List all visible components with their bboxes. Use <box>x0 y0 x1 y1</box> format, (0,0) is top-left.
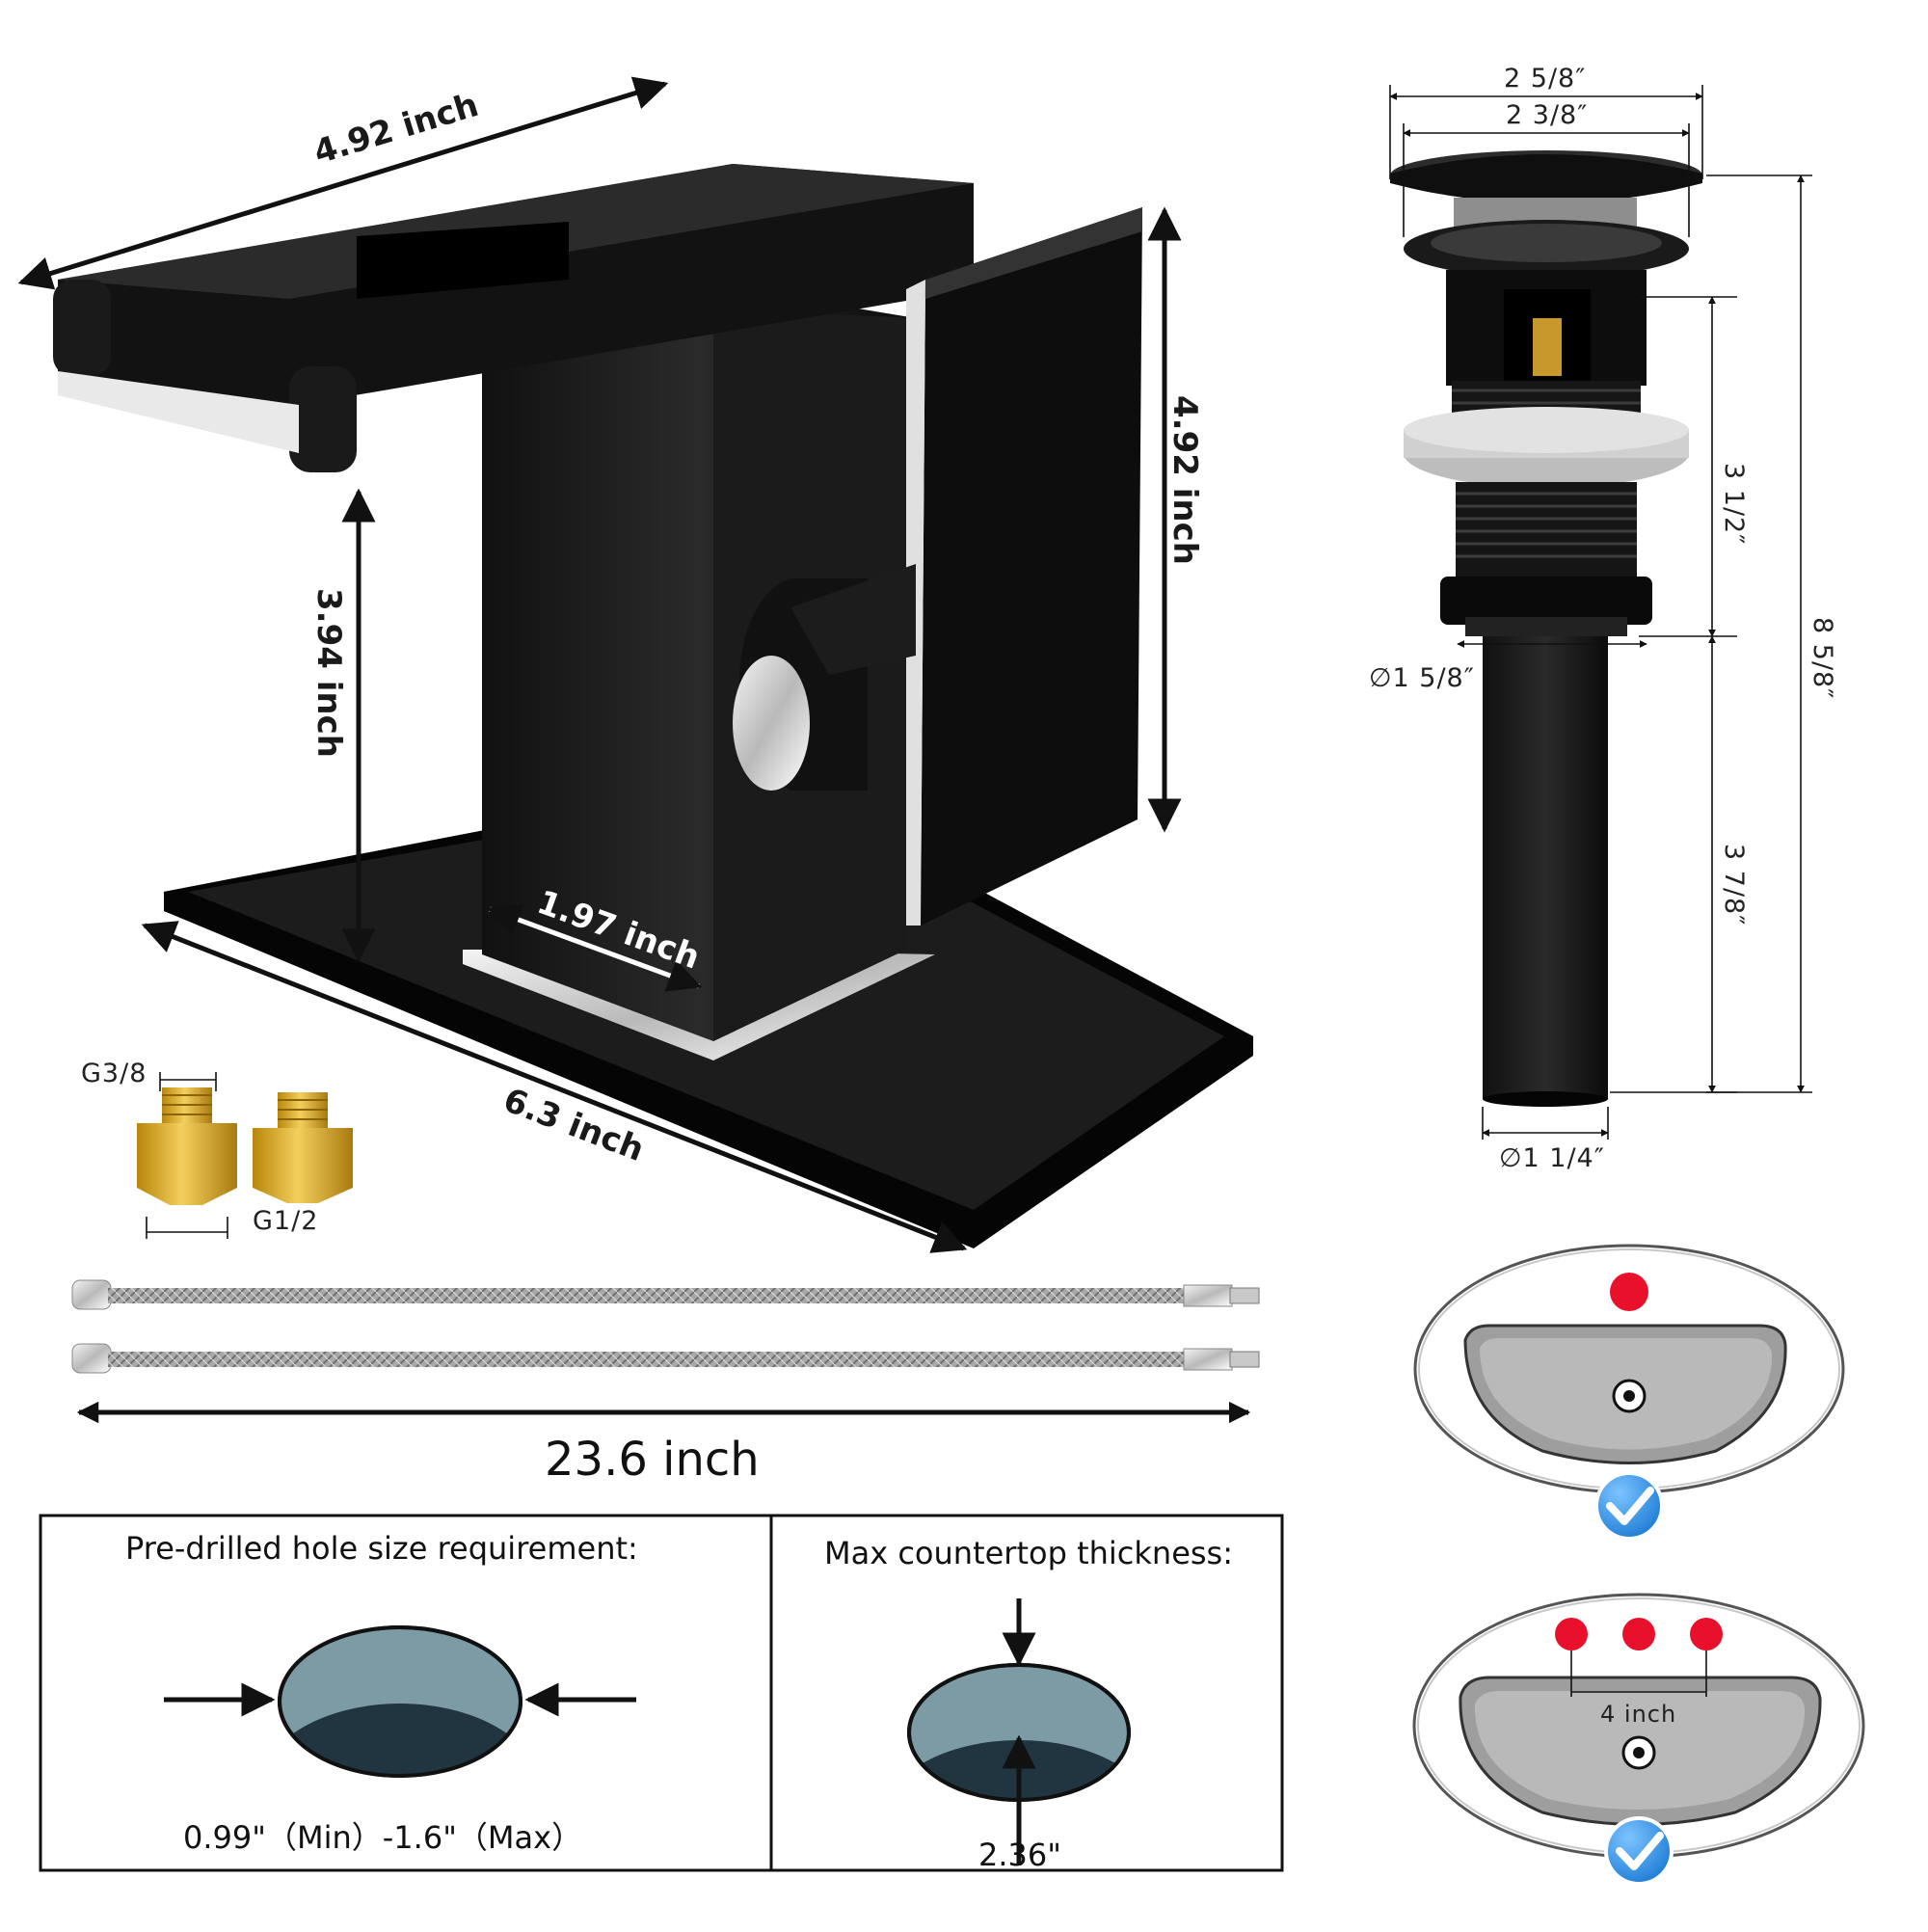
requirements-panel: Pre-drilled hole size requirement: 0.99"… <box>39 1514 1284 1873</box>
spout-length-label: 4.92 inch <box>309 86 483 173</box>
hole-requirement-title: Pre-drilled hole size requirement: <box>125 1530 638 1567</box>
hose-length-label: 23.6 inch <box>545 1433 760 1487</box>
supply-hoses: 23.6 inch <box>71 1279 1260 1487</box>
faucet-handle <box>921 207 1142 926</box>
drain-dimensions: 2 5/8″ 2 3/8″ ∅1 5/8″ ∅1 1/4″ 3 1/2″ 3 7… <box>1369 64 1837 1173</box>
hose-top <box>108 1288 1188 1303</box>
adapter-right <box>278 1092 328 1131</box>
top-thread-label: G3/8 <box>81 1059 147 1088</box>
cap-diameter-label: 2 5/8″ <box>1504 64 1586 94</box>
drain-tailpipe <box>1483 636 1608 1099</box>
thickness-value-label: 2.36" <box>978 1837 1061 1873</box>
hose-bottom <box>108 1352 1188 1367</box>
right-hole-marker <box>1690 1618 1723 1650</box>
adapter-left <box>162 1087 212 1126</box>
total-length-label: 8 5/8″ <box>1808 617 1837 699</box>
flange-diameter-label: 2 3/8″ <box>1506 100 1588 130</box>
drain-nut <box>1440 577 1652 625</box>
thickness-title: Max countertop thickness: <box>824 1535 1233 1571</box>
center-hole-marker <box>1622 1618 1655 1650</box>
faucet-illustration <box>53 164 1253 1248</box>
tail-length-label: 3 7/8″ <box>1719 844 1749 926</box>
faucet-height-label: 4.92 inch <box>1165 395 1204 565</box>
countertop-thickness-icon <box>907 1598 1131 1865</box>
check-circle-icon <box>1604 1816 1674 1886</box>
hole-spacing-label: 4 inch <box>1600 1701 1676 1728</box>
sink-option-three-hole: 4 inch <box>1412 1593 1865 1886</box>
hole-range-label: 0.99"（Min）-1.6"（Max） <box>183 1819 582 1856</box>
body-diameter-label: ∅1 5/8″ <box>1369 663 1475 693</box>
tail-diameter-label: ∅1 1/4″ <box>1499 1143 1605 1173</box>
faucet-hole-marker <box>1610 1273 1648 1311</box>
thread-length-label: 3 1/2″ <box>1719 463 1749 545</box>
check-circle-icon <box>1594 1471 1664 1541</box>
bottom-thread-label: G1/2 <box>253 1206 318 1236</box>
left-hole-marker <box>1555 1618 1588 1650</box>
spout-clearance-label: 3.94 inch <box>309 588 348 758</box>
pop-up-drain <box>1390 150 1702 1107</box>
hole-size-icon <box>164 1625 636 1778</box>
sink-option-single-hole <box>1413 1244 1845 1541</box>
thread-adapters: G3/8 G1/2 <box>81 1059 353 1239</box>
